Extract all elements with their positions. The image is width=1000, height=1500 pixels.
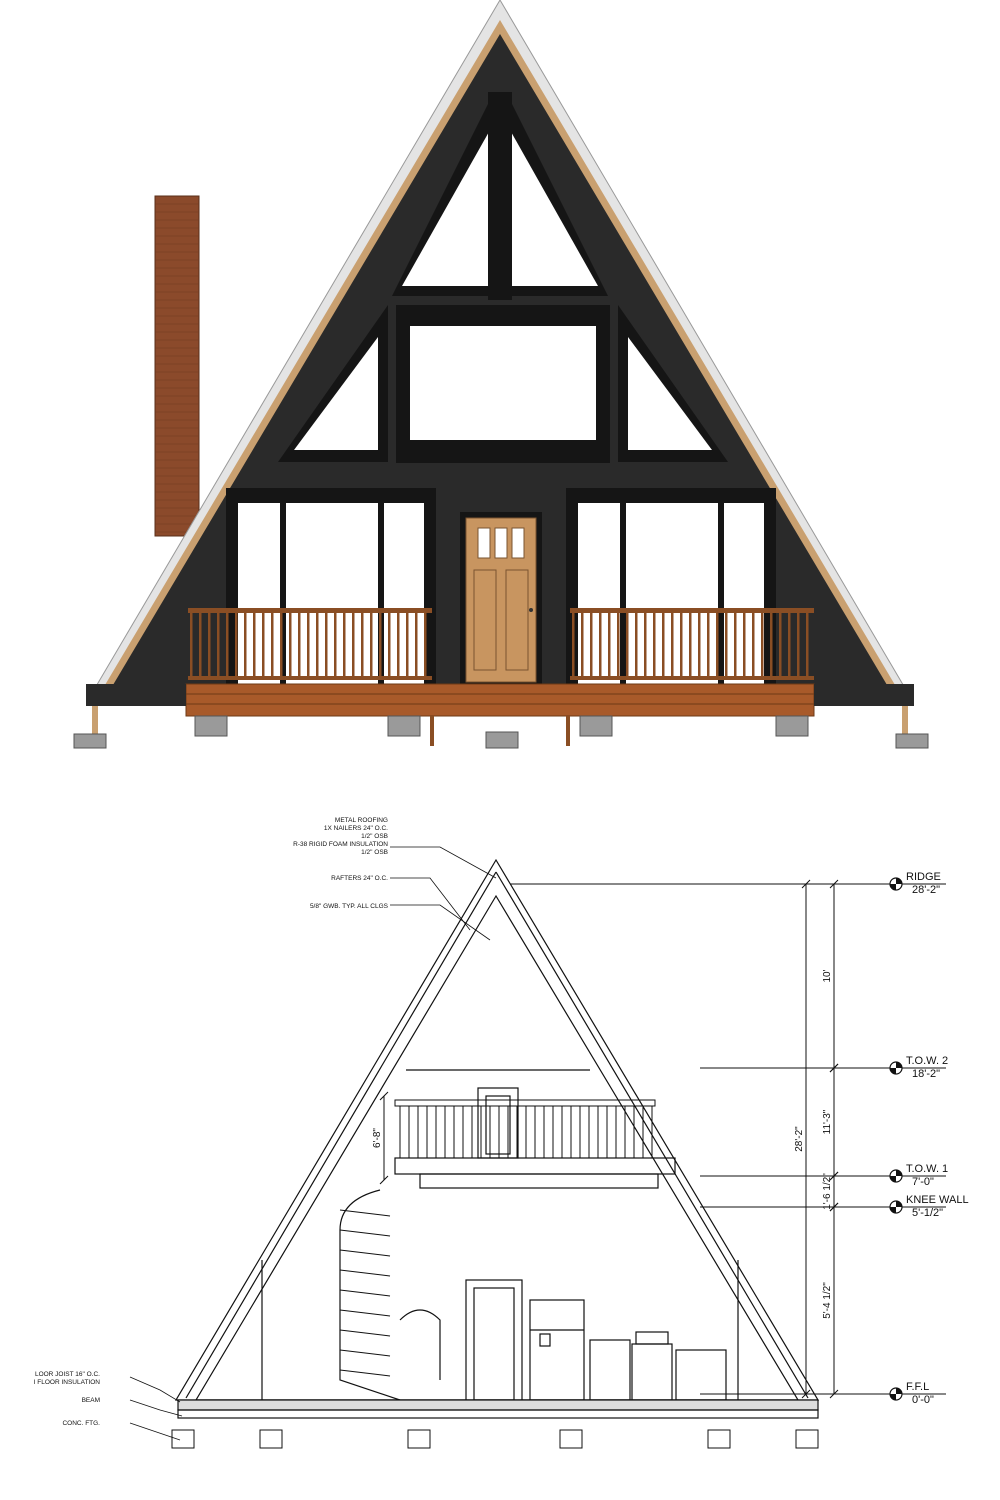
dim-lower-label: 5'-4 1/2" [822, 1282, 833, 1319]
note-rafters: RAFTERS 24" O.C. [331, 875, 388, 882]
roof-inner [194, 894, 800, 1401]
pier [387, 715, 421, 737]
pier [895, 733, 929, 749]
railing-right [570, 608, 814, 680]
dim-top-label: 10' [822, 969, 833, 982]
dim-upper-label: 11'-3" [822, 1109, 833, 1134]
railing-left [188, 608, 432, 680]
dim-mid-label: 1'-6 1/2" [822, 1173, 833, 1210]
level-t-o-w-2-name: T.O.W. 2 [906, 1055, 948, 1067]
pier [775, 715, 809, 737]
note-nailers: 1X NAILERS 24" O.C. [324, 825, 388, 832]
refrigerator [529, 1299, 585, 1401]
note-floor-joist: LOOR JOIST 16" O.C. [35, 1371, 100, 1378]
chimney [154, 195, 200, 537]
level-ridge-value: 28'-2" [912, 884, 940, 896]
note-osb-top: 1/2" OSB [361, 833, 388, 840]
dim-door-height-label: 6'-8" [372, 1128, 383, 1148]
note-beam: BEAM [82, 1397, 100, 1404]
level-knee-wall-name: KNEE WALL [906, 1194, 969, 1206]
spiral-stair [339, 1189, 401, 1401]
level-f-f-l-value: 0'-0" [912, 1394, 934, 1406]
chimney-brick-lines [155, 203, 199, 533]
pier [485, 731, 519, 749]
floor-deck [177, 1399, 819, 1411]
note-floor-insulation: I FLOOR INSULATION [34, 1379, 101, 1386]
dim-overall-label: 28'-2" [794, 1126, 805, 1152]
deck [185, 683, 815, 717]
building-section: METAL ROOFING 1X NAILERS 24" O.C. 1/2" O… [34, 817, 969, 1449]
loft-floor [394, 1157, 676, 1175]
pier [194, 715, 228, 737]
level-f-f-l-name: F.F.L [906, 1381, 929, 1393]
level-ridge-name: RIDGE [906, 871, 941, 883]
loft-railing [394, 1099, 656, 1158]
note-metal-roofing: METAL ROOFING [335, 817, 388, 824]
kitchen-cabinets [589, 1339, 631, 1401]
level-t-o-w-2-value: 18'-2" [912, 1068, 940, 1080]
loft-door [477, 1087, 519, 1159]
note-osb-bottom: 1/2" OSB [361, 849, 388, 856]
level-t-o-w-1-value: 7'-0" [912, 1176, 934, 1188]
note-gwb: 5/8" GWB. TYP. ALL CLGS [310, 903, 389, 910]
dimension-strings: 28'-2" 10' 11'-3" 1'-6 1/2" 5'-4 1/2" 6'-8" [372, 879, 839, 1399]
note-footing: CONC. FTG. [62, 1420, 100, 1427]
level-t-o-w-1-name: T.O.W. 1 [906, 1163, 948, 1175]
stove [631, 1343, 673, 1401]
front-elevation [73, 0, 929, 749]
roof-outer [174, 858, 820, 1401]
pier [73, 733, 107, 749]
pier [579, 715, 613, 737]
note-foam: R-38 RIGID FOAM INSULATION [293, 841, 388, 848]
level-knee-wall-value: 5'-1/2" [912, 1207, 943, 1219]
